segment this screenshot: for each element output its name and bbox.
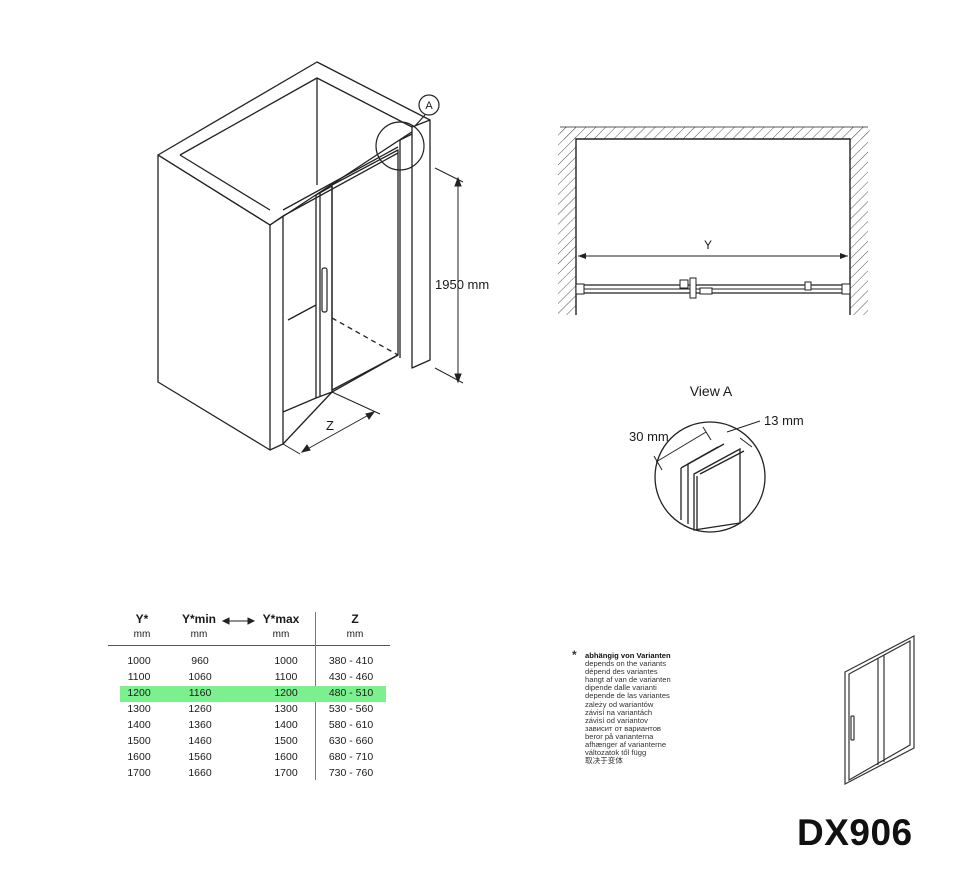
z-dimension bbox=[282, 391, 381, 455]
note-line: depende de las variantes bbox=[585, 691, 670, 701]
table-cell: 1600 bbox=[274, 751, 298, 763]
view-a-title: View A bbox=[690, 383, 733, 399]
table-cell: 1400 bbox=[274, 719, 298, 731]
table-row: 1500 1460 1500 630 - 660 bbox=[120, 734, 386, 750]
table-cell: 1660 bbox=[188, 767, 212, 779]
table-cell: 680 - 710 bbox=[328, 751, 374, 763]
table-cell: 1200 bbox=[274, 687, 298, 699]
table-cell: 1100 bbox=[274, 671, 298, 683]
table-cell: 1400 bbox=[127, 719, 151, 731]
range-arrow-icon bbox=[221, 617, 256, 625]
table-cell: 430 - 460 bbox=[328, 671, 374, 683]
table-cell: 1700 bbox=[127, 767, 151, 779]
table-cell: 380 - 410 bbox=[328, 655, 374, 667]
table-cell: 480 - 510 bbox=[328, 687, 374, 699]
table-cell: 580 - 610 bbox=[328, 719, 374, 731]
note-line: abhängig von Varianten bbox=[585, 651, 671, 660]
note-line: závisí od variantov bbox=[585, 715, 648, 725]
table-cell: 1360 bbox=[188, 719, 212, 731]
table-cell: 1060 bbox=[188, 671, 212, 683]
table-cell: 1160 bbox=[188, 687, 212, 699]
dimension-table: Y* mm Y*min mm Y*max mm Z mm bbox=[108, 612, 390, 648]
view-a-detail bbox=[653, 420, 766, 533]
height-dimension bbox=[434, 167, 464, 384]
table-cell: 1200 bbox=[127, 687, 151, 699]
callout-marker-label: A bbox=[425, 100, 433, 112]
table-cell: 1300 bbox=[274, 703, 298, 715]
model-name: DX906 bbox=[797, 812, 913, 853]
y-label: Y bbox=[704, 238, 712, 252]
view-a-thickness-label: 13 mm bbox=[764, 413, 804, 428]
table-header-row: Y* mm Y*min mm Y*max mm Z mm bbox=[108, 612, 390, 648]
note-asterisk: * bbox=[572, 648, 577, 662]
table-row: 1600 1560 1600 680 - 710 bbox=[120, 750, 386, 766]
isometric-view bbox=[157, 61, 431, 451]
table-cell: 1600 bbox=[127, 751, 151, 763]
table-cell: 1300 bbox=[127, 703, 151, 715]
note-line: dipende dalle varianti bbox=[585, 683, 657, 693]
table-cell: 1460 bbox=[188, 735, 212, 747]
note-line: dépend des variantes bbox=[585, 667, 658, 677]
table-row: 1200 1160 1200 480 - 510 bbox=[120, 686, 386, 702]
note-line: beror på varianterna bbox=[585, 731, 654, 741]
note-line: afhænger af varianterne bbox=[585, 740, 667, 750]
z-label: Z bbox=[326, 418, 334, 433]
note-line: závisí na variantách bbox=[585, 707, 653, 717]
table-cell: 1700 bbox=[274, 767, 298, 779]
header-ymax: Y*max mm bbox=[262, 612, 300, 640]
table-cell: 960 bbox=[191, 655, 209, 667]
table-row: 1100 1060 1100 430 - 460 bbox=[120, 670, 386, 686]
table-row: 1000 960 1000 380 - 410 bbox=[120, 654, 386, 670]
table-row: 1300 1260 1300 530 - 560 bbox=[120, 702, 386, 718]
table-cell: 1260 bbox=[188, 703, 212, 715]
product-thumbnail bbox=[844, 635, 915, 785]
plan-view bbox=[558, 126, 870, 315]
note-line: 取决于变体 bbox=[585, 756, 623, 766]
table-cell: 1000 bbox=[274, 655, 298, 667]
height-label: 1950 mm bbox=[435, 277, 489, 292]
note-line: зависит от вариантов bbox=[585, 723, 661, 733]
table-cell: 1100 bbox=[127, 671, 151, 683]
note-line: hangt af van de varianten bbox=[585, 675, 671, 685]
header-y: Y* mm bbox=[133, 612, 151, 640]
table-cell: 1560 bbox=[188, 751, 212, 763]
table-header-rule bbox=[108, 645, 390, 646]
table-cell: 1500 bbox=[127, 735, 151, 747]
note-line: zależy od wariantów bbox=[585, 699, 654, 709]
table-cell: 1000 bbox=[127, 655, 151, 667]
callout-a bbox=[375, 94, 440, 171]
header-z: Z mm bbox=[346, 612, 364, 640]
table-cell: 730 - 760 bbox=[328, 767, 374, 779]
table-cell: 530 - 560 bbox=[328, 703, 374, 715]
note-line: depends on the variants bbox=[585, 659, 667, 669]
table-cell: 630 - 660 bbox=[328, 735, 374, 747]
table-row: 1400 1360 1400 580 - 610 bbox=[120, 718, 386, 734]
table-cell: 1500 bbox=[274, 735, 298, 747]
header-ymin: Y*min mm bbox=[181, 612, 216, 640]
table-row: 1700 1660 1700 730 - 760 bbox=[120, 766, 386, 782]
view-a-depth-label: 30 mm bbox=[629, 429, 669, 444]
note-line: változatok től függ bbox=[585, 748, 647, 758]
